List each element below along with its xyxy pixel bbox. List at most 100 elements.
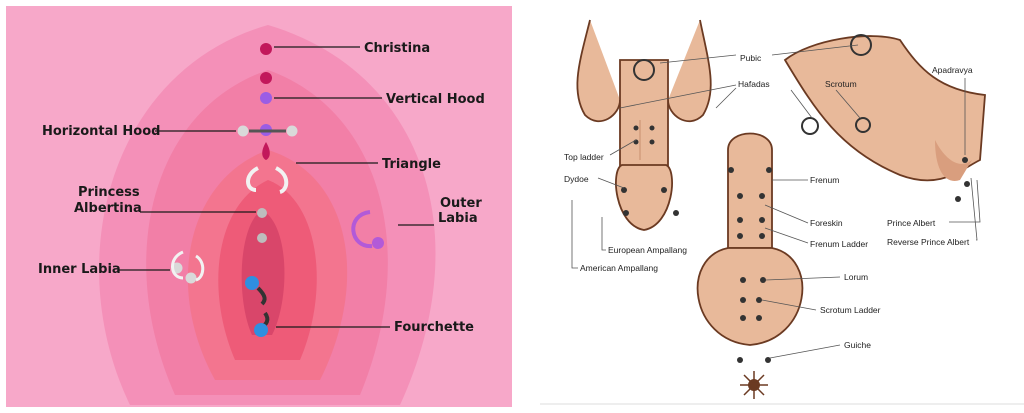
- guiche-bead-right: [765, 357, 771, 363]
- label-pubic: Pubic: [740, 53, 762, 63]
- right-figure-shade: [935, 140, 972, 181]
- center-figure-scrotum: [696, 247, 804, 346]
- triangle-left-ring: [246, 166, 260, 192]
- pubic-to-hafada-leader: [771, 44, 859, 56]
- left-figure-left-body: [576, 19, 621, 122]
- scrotum-ring: [801, 117, 819, 135]
- core-shape: [241, 210, 285, 335]
- label-vertical-hood: Vertical Hood: [386, 92, 485, 107]
- label-top-ladder: Top ladder: [564, 152, 604, 162]
- label-outer-labia-line1: Outer: [440, 196, 482, 211]
- european-ampallang-leader: [601, 217, 606, 251]
- frenum-bead-left: [728, 167, 734, 173]
- lorum-bead-right: [760, 277, 766, 283]
- top-ladder-bead-1: [633, 125, 639, 131]
- label-christina: Christina: [364, 41, 430, 56]
- inner-labia-bead-2: [185, 272, 197, 284]
- frenum-ladder-bead-2: [759, 217, 765, 223]
- frenum-ladder-leader: [764, 227, 809, 244]
- pubic-ring: [633, 59, 655, 81]
- apadravya-bead-bottom: [964, 181, 970, 187]
- lorum-leader: [765, 276, 841, 281]
- label-apadravya: Apadravya: [932, 65, 973, 75]
- christina-lower-jewel: [260, 72, 272, 84]
- lorum-bead-left: [740, 277, 746, 283]
- inner-labia-ring: [171, 250, 184, 280]
- scrotum-leader: [790, 89, 813, 119]
- scrotum-ladder-leader: [761, 299, 817, 311]
- label-hafadas: Hafadas: [738, 79, 770, 89]
- top-ladder-leader: [609, 139, 637, 156]
- label-reverse-prince-albert: Reverse Prince Albert: [887, 237, 970, 247]
- top-ladder-bead-2: [649, 125, 655, 131]
- princess-albertina-top-bead: [257, 208, 267, 218]
- male-piercings-diagram: Pubic Hafadas Scrotum Apadravya Top ladd…: [540, 19, 1024, 405]
- christina-jewel: [260, 43, 272, 55]
- label-outer-labia-line2: Labia: [438, 211, 478, 226]
- label-prince-albert: Prince Albert: [887, 218, 936, 228]
- label-horizontal-hood: Horizontal Hood: [42, 124, 160, 139]
- scrotum-ladder-bead-3: [740, 315, 746, 321]
- label-frenum: Frenum: [810, 175, 839, 185]
- label-princess-albertina-line2: Albertina: [74, 201, 142, 216]
- inner-labia-ring-2: [195, 254, 205, 282]
- american-ampallang-leader: [571, 200, 578, 269]
- triangle-jewel: [262, 142, 270, 160]
- label-guiche: Guiche: [844, 340, 871, 350]
- scrotum-ladder-bead-1: [740, 297, 746, 303]
- pubic-leader: [659, 54, 737, 64]
- apadravya-bead-top: [962, 157, 968, 163]
- prince-albert-leader: [949, 179, 981, 223]
- dydoe-leader: [597, 177, 625, 189]
- frenum-ladder-bead-1: [737, 217, 743, 223]
- outer-labia-ring: [351, 210, 373, 248]
- princess-albertina-bottom-bead: [257, 233, 267, 243]
- prince-albert-bead: [955, 196, 961, 202]
- ampallang-bead-left: [623, 210, 629, 216]
- guiche-bead-left: [737, 357, 743, 363]
- label-scrotum: Scrotum: [825, 79, 857, 89]
- fourchette-bar-upper: [256, 286, 267, 306]
- male-piercings-panel: Pubic Hafadas Scrotum Apadravya Top ladd…: [540, 0, 1024, 413]
- vertical-hood-jewel: [260, 92, 272, 104]
- horizontal-hood-left-bead: [237, 125, 249, 137]
- scrotum-leader-2: [835, 89, 861, 119]
- label-lorum: Lorum: [844, 272, 868, 282]
- scrotum-ring-2: [855, 117, 871, 133]
- outer-labia-bead: [372, 237, 384, 249]
- hafada-ring: [850, 34, 872, 56]
- hafadas-leader-left: [619, 84, 737, 109]
- scrotum-ladder-bead-4: [756, 315, 762, 321]
- hafadas-leader-right: [715, 87, 737, 109]
- ampallang-bead-right: [673, 210, 679, 216]
- fourchette-upper-jewel: [245, 276, 259, 290]
- dydoe-bead-left: [621, 187, 627, 193]
- female-piercings-panel: Christina Vertical Hood Horizontal Hood …: [6, 6, 512, 407]
- center-figure-shaft: [727, 132, 773, 249]
- dydoe-bead-right: [661, 187, 667, 193]
- frenum-ladder-bead-4: [759, 233, 765, 239]
- label-triangle: Triangle: [382, 157, 441, 172]
- guiche-leader: [769, 344, 841, 359]
- frenum-bead-right: [766, 167, 772, 173]
- label-princess-albertina-line1: Princess: [78, 185, 140, 200]
- top-ladder-bead-4: [649, 139, 655, 145]
- right-figure-body: [783, 35, 986, 182]
- frenum-ladder-bead-3: [737, 233, 743, 239]
- foreskin-leader: [764, 204, 809, 224]
- label-american-ampallang: American Ampallang: [580, 263, 658, 273]
- left-figure-glans: [615, 164, 673, 231]
- label-dydoe: Dydoe: [564, 174, 589, 184]
- triangle-right-ring: [274, 166, 289, 194]
- label-foreskin: Foreskin: [810, 218, 843, 228]
- scrotum-ladder-bead-2: [756, 297, 762, 303]
- left-figure-right-body: [667, 19, 712, 122]
- label-scrotum-ladder: Scrotum Ladder: [820, 305, 881, 315]
- label-frenum-ladder: Frenum Ladder: [810, 239, 868, 249]
- female-piercings-diagram: Christina Vertical Hood Horizontal Hood …: [6, 6, 512, 407]
- anus-mark: [740, 371, 768, 399]
- label-inner-labia: Inner Labia: [38, 262, 121, 277]
- label-fourchette: Fourchette: [394, 320, 474, 335]
- foreskin-bead-right: [759, 193, 765, 199]
- horizontal-hood-right-bead: [286, 125, 298, 137]
